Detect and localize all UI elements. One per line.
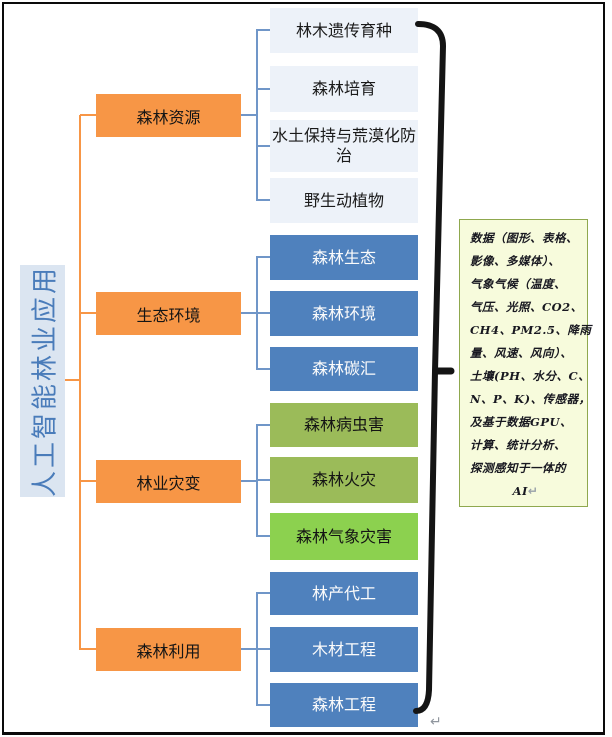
connector-g1-stub2 [256,88,270,90]
leaf-box-wood-engineering[interactable]: 木材工程 [270,627,418,672]
leaf-box-forest-carbon-sink[interactable]: 森林碳汇 [270,347,418,391]
connector-branch-4 [80,648,96,650]
connector-g4-stub3 [256,704,270,706]
leaf-box-forest-engineering[interactable]: 森林工程 [270,683,418,727]
leaf-box-forest-ecology[interactable]: 森林生态 [270,235,418,280]
note-line: N、P、K)、传感器， [470,392,591,406]
note-line: 气压、光照、CO2、 [470,300,583,314]
note-line: 数据（图形、表格、 [470,231,578,245]
connector-branch-2 [80,312,96,314]
note-line: 及基于数据GPU、 [470,415,572,429]
connector-title-to-trunk [65,379,80,381]
connector-g1-stub1 [256,29,270,31]
connector-g4-parent [241,648,257,650]
leaf-box-forest-products[interactable]: 林产代工 [270,572,418,615]
leaf-box-silviculture[interactable]: 森林培育 [270,66,418,112]
branch-box-forestry-disaster[interactable]: 林业灾变 [96,460,241,503]
leaf-box-forest-fire[interactable]: 森林火灾 [270,457,418,503]
leaf-box-wildlife[interactable]: 野生动植物 [270,178,418,223]
note-line-last: AI↵ [470,480,581,503]
connector-g4-stub1 [256,592,270,594]
data-note-box[interactable]: 数据（图形、表格、 影像、多媒体）、 气象气候（温度、 气压、光照、CO2、 C… [459,219,592,507]
connector-g3-stub3 [256,535,270,537]
connector-g1-spine [256,30,258,201]
connector-g2-stub3 [256,368,270,370]
leaf-box-forest-pests[interactable]: 森林病虫害 [270,403,418,447]
connector-g2-stub1 [256,256,270,258]
connector-g1-stub3 [256,145,270,147]
connector-g3-parent [241,480,257,482]
connector-g2-stub2 [256,312,270,314]
note-line: CH4、PM2.5、降雨 [470,323,592,337]
leaf-box-forest-weather-disaster[interactable]: 森林气象灾害 [270,513,418,560]
root-title-label: 人工智能林业应用 [30,264,60,498]
note-line: 影像、多媒体）、 [470,254,561,268]
connector-branch-3 [80,480,96,482]
connector-g3-stub2 [256,479,270,481]
branch-box-forest-utilization[interactable]: 森林利用 [96,628,241,671]
leaf-box-forest-environment[interactable]: 森林环境 [270,291,418,336]
connector-g1-parent [241,114,257,116]
connector-g3-stub1 [256,424,270,426]
note-line: 探测感知于一体的 [470,461,566,475]
paragraph-return-icon: ↵ [430,714,442,730]
note-line: 气象气候（温度、 [470,277,566,291]
connector-g2-parent [241,312,257,314]
note-line: 量、风速、风向）、 [470,346,573,360]
connector-branch-1 [80,114,96,116]
note-line: 计算、统计分析、 [470,438,566,452]
note-ai-label: AI [512,484,528,498]
note-line: 土壤(PH、水分、C、 [470,369,591,383]
return-mark-icon: ↵ [527,484,539,498]
branch-box-eco-environment[interactable]: 生态环境 [96,292,241,335]
connector-orange-trunk [79,115,81,650]
leaf-box-soil-conservation[interactable]: 水土保持与荒漠化防治 [270,120,418,172]
connector-g4-stub2 [256,648,270,650]
connector-g1-stub4 [256,199,270,201]
leaf-box-tree-genetics[interactable]: 林木遗传育种 [270,8,418,53]
branch-box-forest-resources[interactable]: 森林资源 [96,94,241,137]
root-title-box[interactable]: 人工智能林业应用 [20,265,65,497]
